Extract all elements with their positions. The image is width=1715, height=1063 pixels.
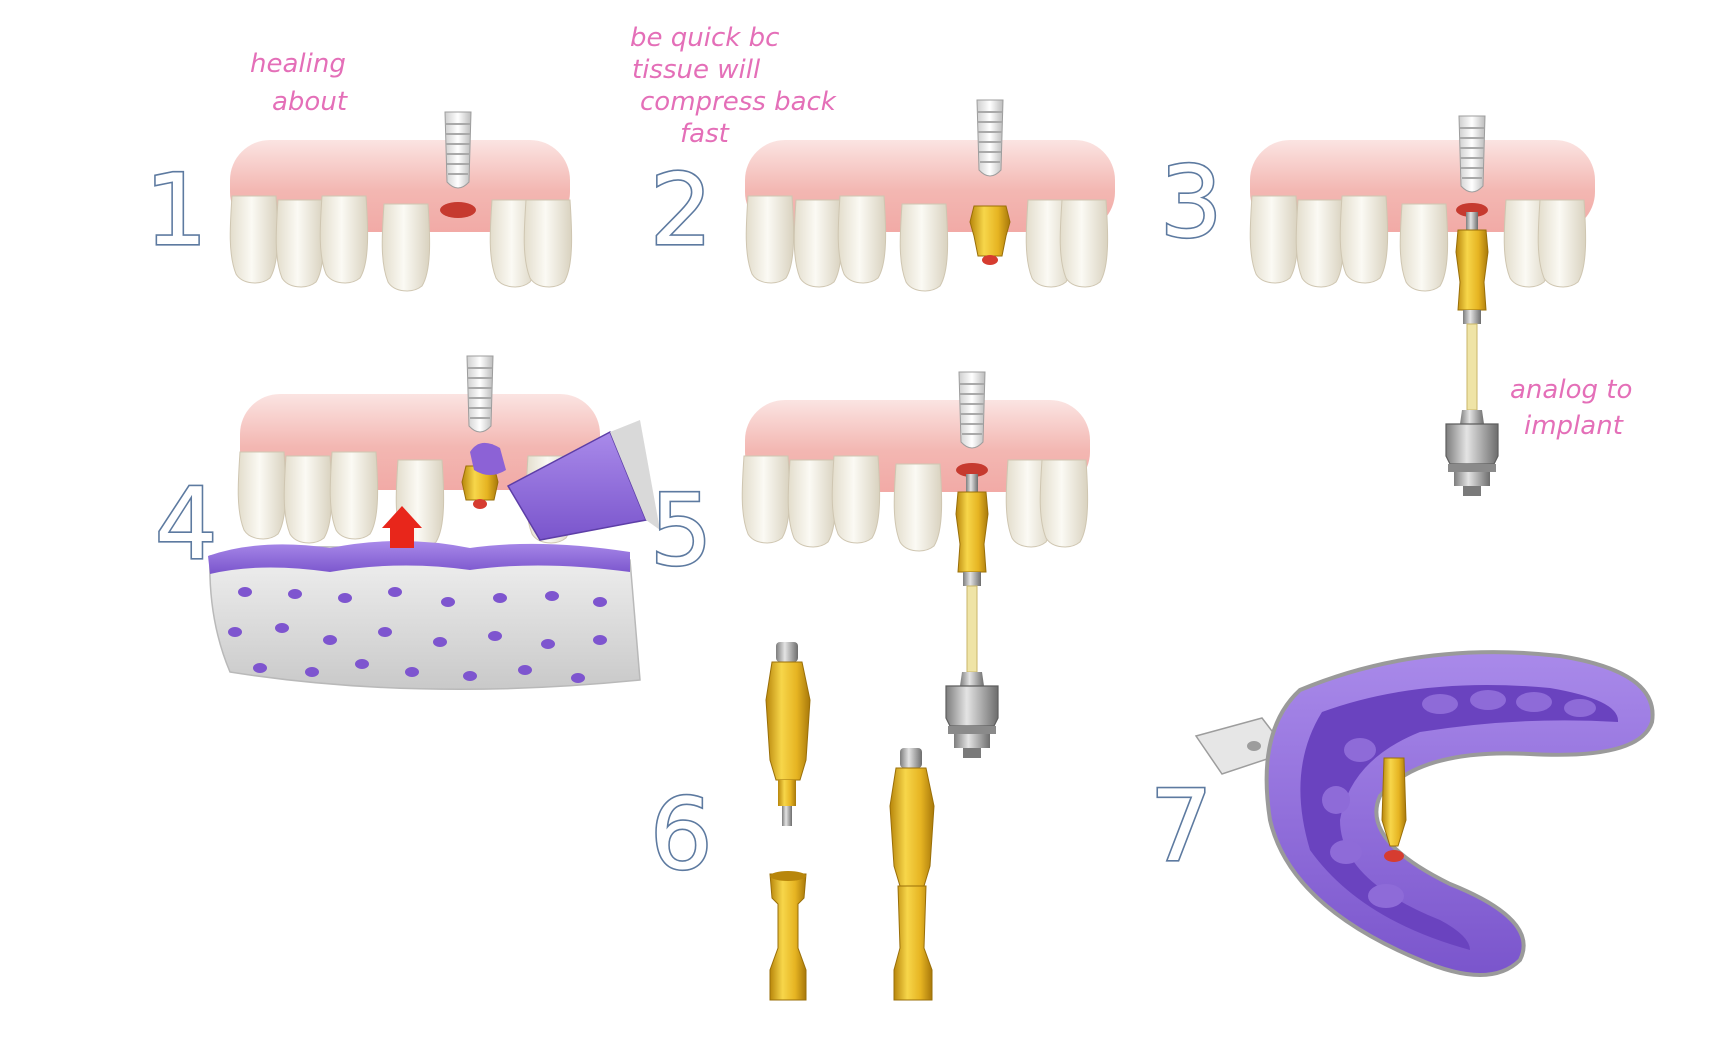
teeth-row [1249, 195, 1587, 292]
tooth-imprints [1322, 690, 1596, 908]
step-4-panel: 4 [153, 355, 660, 691]
step-number-1: 1 [145, 154, 207, 268]
step-number-3: 3 [1160, 146, 1222, 260]
note-line: fast [680, 119, 730, 149]
handwritten-note-step-1: healing about [250, 49, 348, 117]
step-1-panel: 1 [143, 111, 573, 292]
note-line: tissue will [632, 55, 761, 85]
handwritten-note-step-2: be quick bc tissue will compress back fa… [630, 23, 837, 149]
up-arrow-icon [382, 506, 422, 548]
note-line: implant [1524, 411, 1624, 441]
implant-fixture [1458, 115, 1486, 193]
tray-retention-dots [228, 587, 607, 683]
implant-fixture [976, 99, 1004, 177]
implant-fixture [466, 355, 494, 433]
tooth-impressions [1300, 685, 1619, 950]
step-5-panel: 5 [648, 371, 1090, 759]
impression-coping-separated [765, 642, 811, 1001]
impression-material [208, 541, 630, 574]
gold-healing-abutment [969, 205, 1011, 265]
step-number-4: 4 [155, 468, 217, 582]
implant-fixture [958, 371, 986, 449]
note-line: compress back [640, 87, 837, 117]
step-number-5: 5 [650, 474, 712, 588]
impression-coping-with-analog [1445, 211, 1499, 497]
impression-tray [208, 541, 641, 691]
teeth-row [745, 195, 1109, 292]
note-line: healing [250, 49, 346, 79]
note-line: about [272, 87, 348, 117]
step-number-2: 2 [650, 154, 712, 268]
implant-analog [769, 873, 807, 1001]
step-6-panel: 6 [648, 642, 935, 1001]
handwritten-note-step-3: analog to implant [1510, 375, 1632, 441]
step-number-6: 6 [650, 778, 712, 892]
note-line: be quick bc [630, 23, 779, 53]
impression-syringe [470, 420, 660, 541]
step-3-panel: 3 [1158, 115, 1595, 497]
healing-site [440, 202, 476, 218]
impression-coping-with-analog [945, 473, 999, 759]
impression-coping-assembled [889, 748, 935, 1001]
implant-fixture [444, 111, 472, 189]
note-line: analog to [1510, 375, 1632, 405]
teeth-row [229, 195, 573, 292]
step-2-panel: 2 [648, 99, 1115, 292]
step-7-panel: 7 [1148, 650, 1655, 977]
teeth-row [741, 455, 1089, 552]
step-number-7: 7 [1150, 770, 1212, 884]
coping-in-impression [1381, 757, 1407, 862]
